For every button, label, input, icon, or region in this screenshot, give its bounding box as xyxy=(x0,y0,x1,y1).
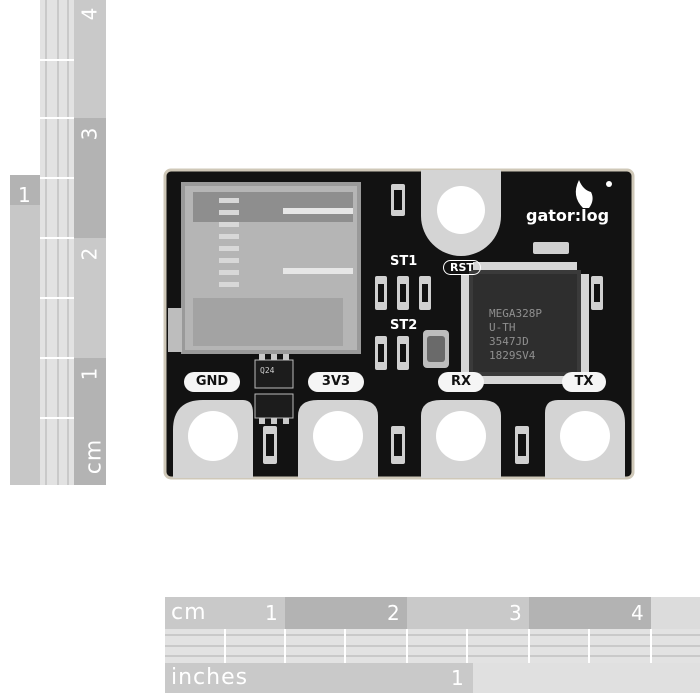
vertical-ruler-inches: 1 inches xyxy=(10,175,40,631)
chip-marking-line-1: MEGA328P xyxy=(489,307,542,320)
hcm-number-1: 1 xyxy=(265,601,278,625)
inch-number-1: 1 xyxy=(18,183,31,207)
silk-st1: ST1 xyxy=(390,254,418,269)
cm-number-1: 1 xyxy=(77,367,102,381)
hcm-number-3: 3 xyxy=(509,601,522,625)
chip-marking-line-3: 3547JD xyxy=(489,335,529,348)
vertical-ruler-cm: 4 3 2 1 cm xyxy=(74,0,106,485)
hinch-number-1: 1 xyxy=(451,666,464,690)
horizontal-ruler-inches: inches 1 xyxy=(165,663,700,693)
silk-rst: RST xyxy=(443,260,481,275)
hcm-number-2: 2 xyxy=(387,601,400,625)
vertical-tick-strip xyxy=(40,0,74,485)
cm-number-3: 3 xyxy=(77,127,102,141)
pcb-board xyxy=(163,168,635,480)
chip-marking-line-4: 1829SV4 xyxy=(489,349,536,362)
pin-label-3v3: 3V3 xyxy=(308,372,364,392)
chip-marking-line-2: U-TH xyxy=(489,321,516,334)
horizontal-inches-label: inches xyxy=(171,665,249,690)
horizontal-cm-label: cm xyxy=(171,600,207,625)
vertical-cm-label: cm xyxy=(81,438,107,475)
small-chip-marking: Q24 xyxy=(260,366,275,375)
silk-st2: ST2 xyxy=(390,318,418,333)
horizontal-ruler-cm: cm 1 2 3 4 xyxy=(165,597,700,629)
pin-label-rx: RX xyxy=(438,372,484,392)
cm-number-2: 2 xyxy=(77,247,102,261)
vertical-inches-label: inches xyxy=(12,553,38,632)
horizontal-tick-strip xyxy=(165,629,700,663)
hcm-number-4: 4 xyxy=(631,601,644,625)
pin-label-tx: TX xyxy=(562,372,606,392)
cm-number-4: 4 xyxy=(77,7,102,21)
brand-logo-text: gator:log xyxy=(526,206,610,225)
pin-label-gnd: GND xyxy=(184,372,240,392)
